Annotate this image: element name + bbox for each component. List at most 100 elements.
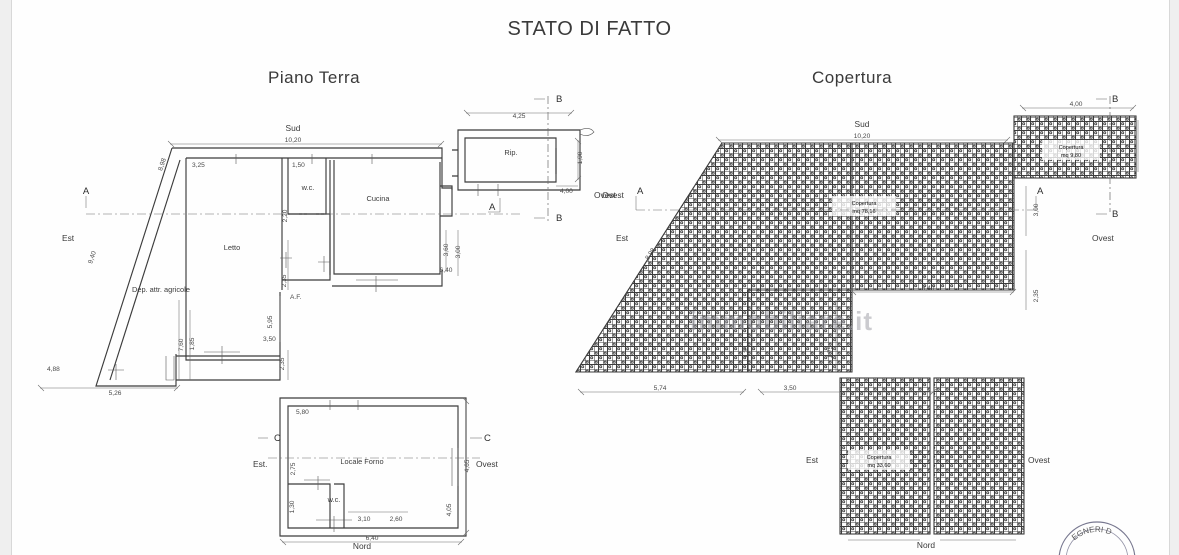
dim-right-mid-h: 6,40 — [922, 285, 935, 292]
left-plan-title: Piano Terra — [268, 68, 361, 87]
dim-forno-r1: 4,05 — [446, 503, 453, 516]
forno-openings — [304, 400, 459, 532]
section-marker-a-right: A A — [635, 186, 1044, 210]
dim-rip-w: 4,25 — [513, 113, 526, 120]
section-b1-label: B — [556, 94, 562, 105]
label-est-right-bottom: Est — [806, 455, 819, 465]
coverage-area-2: mq 33,60 — [867, 463, 890, 469]
coverage-label-bottom: Copertura mq 33,60 — [848, 450, 910, 470]
section-rb1-label: B — [1112, 94, 1118, 105]
wall-forno-inner — [287, 405, 459, 529]
dim-forno-top: 5,80 — [296, 409, 309, 416]
dim-forno-r2: 4,65 — [464, 459, 471, 472]
dim-cucina-h: 3,60 — [443, 243, 450, 256]
roof-west-wing — [574, 142, 853, 373]
dim-forno-base: 6,40 — [366, 535, 379, 542]
dim-right-mid-v1: 1,35 — [743, 345, 750, 358]
room-label-cucina: Cucina — [366, 194, 390, 203]
room-label-wc2: w.c. — [327, 495, 341, 504]
dim-dep-left-v: 5,95 — [267, 315, 274, 328]
dim-right-sud-total: 10,20 — [854, 133, 871, 140]
section-c2-label: C — [484, 433, 491, 444]
section-b2-label: B — [556, 213, 562, 224]
dim-diag-bottom: 9,40 — [87, 250, 98, 265]
label-est-bottom: Est. — [253, 459, 267, 469]
dim-sud-total: 10,20 — [285, 137, 302, 144]
dim-left-sud: Sud 10,20 — [167, 123, 445, 148]
room-label-forno: Locale Forno — [340, 457, 383, 466]
room-label-dep: Dep. attr. agricole — [132, 285, 190, 294]
sheet-left-margin — [0, 0, 12, 555]
coverage-area-1: mq 9,80 — [1061, 153, 1081, 159]
wall-cucina-south — [332, 270, 443, 287]
dim-forno-wc-w: 3,10 — [358, 516, 371, 523]
dim-lines-left — [37, 109, 582, 392]
wall-west-diagonal — [95, 147, 177, 387]
wall-forno-outer — [279, 397, 467, 537]
section-ra1-label: A — [637, 186, 644, 197]
dim-cucina-right: 3,00 — [455, 245, 462, 258]
dim-diag-top: 8,98 — [157, 157, 168, 172]
dim-forno-v1: 2,75 — [290, 462, 297, 475]
section-marker-b-left: B B — [534, 94, 562, 224]
dim-dep-bottom-seg: 3,50 — [263, 336, 276, 343]
wall-letto-outline — [185, 158, 281, 361]
dim-letto-w: 3,25 — [192, 162, 205, 169]
wall-rip-inner — [464, 137, 557, 183]
door-openings-left — [108, 154, 499, 381]
watermark: immobiliare.it — [690, 306, 873, 336]
label-ovest-right: Ovest — [1092, 233, 1115, 243]
wall-wc-bottom — [282, 213, 331, 281]
wall-forno-wc-door — [334, 483, 345, 528]
section-marker-a-left: A A — [83, 186, 501, 213]
sheet-right-margin — [1169, 0, 1179, 555]
coverage-name-0: Copertura — [852, 201, 878, 207]
section-marker-c: C C — [258, 433, 491, 444]
wall-forno-wc — [288, 483, 331, 528]
coverage-label-main: Copertura mq 78,16 — [832, 196, 896, 216]
wall-west-inner — [109, 159, 181, 381]
label-sud-right: Sud — [855, 119, 870, 129]
wall-rip-outer — [457, 129, 581, 191]
coverage-area-0: mq 78,16 — [852, 209, 875, 215]
label-ovest-bottom: Ovest — [476, 459, 499, 469]
dim-dep-base: 5,26 — [109, 390, 122, 397]
dim-right-base-right: 3,50 — [784, 385, 797, 392]
right-plan-group: Sud 10,20 Copertura mq 78,16 Copertura m… — [574, 94, 1139, 555]
label-est-right: Est — [616, 233, 629, 243]
dim-dep-v2: 2,35 — [279, 357, 286, 370]
section-c1-label: C — [274, 433, 281, 444]
dim-af-v: 2,35 — [281, 274, 288, 287]
left-plan-group: Sud 10,20 — [37, 94, 617, 551]
label-est-left: Est — [62, 233, 75, 243]
dim-forno-v2: 1,30 — [289, 500, 296, 513]
roof-bottom-right-area — [933, 377, 1025, 535]
dim-wc-w: 1,50 — [292, 162, 305, 169]
coverage-label-topright: Copertura mq 9,80 — [1042, 140, 1100, 160]
coverage-name-2: Copertura — [867, 455, 893, 461]
dim-right-mid-v2: 1,75 — [827, 345, 834, 358]
dim-rip-h: 1,90 — [577, 151, 584, 164]
section-marker-b-right: B B — [1096, 94, 1118, 220]
dim-right-v2: 2,35 — [1033, 289, 1040, 302]
dim-rip-bottom: 4,00 — [560, 188, 573, 195]
wall-rip-gutter — [579, 128, 595, 136]
room-label-letto: Letto — [224, 243, 240, 252]
section-rb2-label: B — [1112, 209, 1118, 220]
dim-lines-forno — [279, 397, 470, 546]
page-title: STATO DI FATTO — [507, 18, 672, 40]
dim-right-top-right: 4,00 — [1070, 101, 1083, 108]
label-nord-left: Nord — [353, 541, 371, 551]
dim-dep-h2: 1,85 — [189, 337, 196, 350]
section-a2-label: A — [489, 202, 496, 213]
dim-right-v1: 3,00 — [1033, 203, 1040, 216]
room-label-wc1: w.c. — [301, 183, 315, 192]
label-ovest-right-top: Ovest — [602, 190, 625, 200]
label-ovest-right-bottom: Ovest — [1028, 455, 1051, 465]
dim-dep-h: 7,60 — [178, 338, 185, 351]
dim-wc-h: 2,20 — [282, 209, 289, 222]
label-nord-right: Nord — [917, 540, 935, 550]
wall-rip-connector — [452, 149, 458, 177]
